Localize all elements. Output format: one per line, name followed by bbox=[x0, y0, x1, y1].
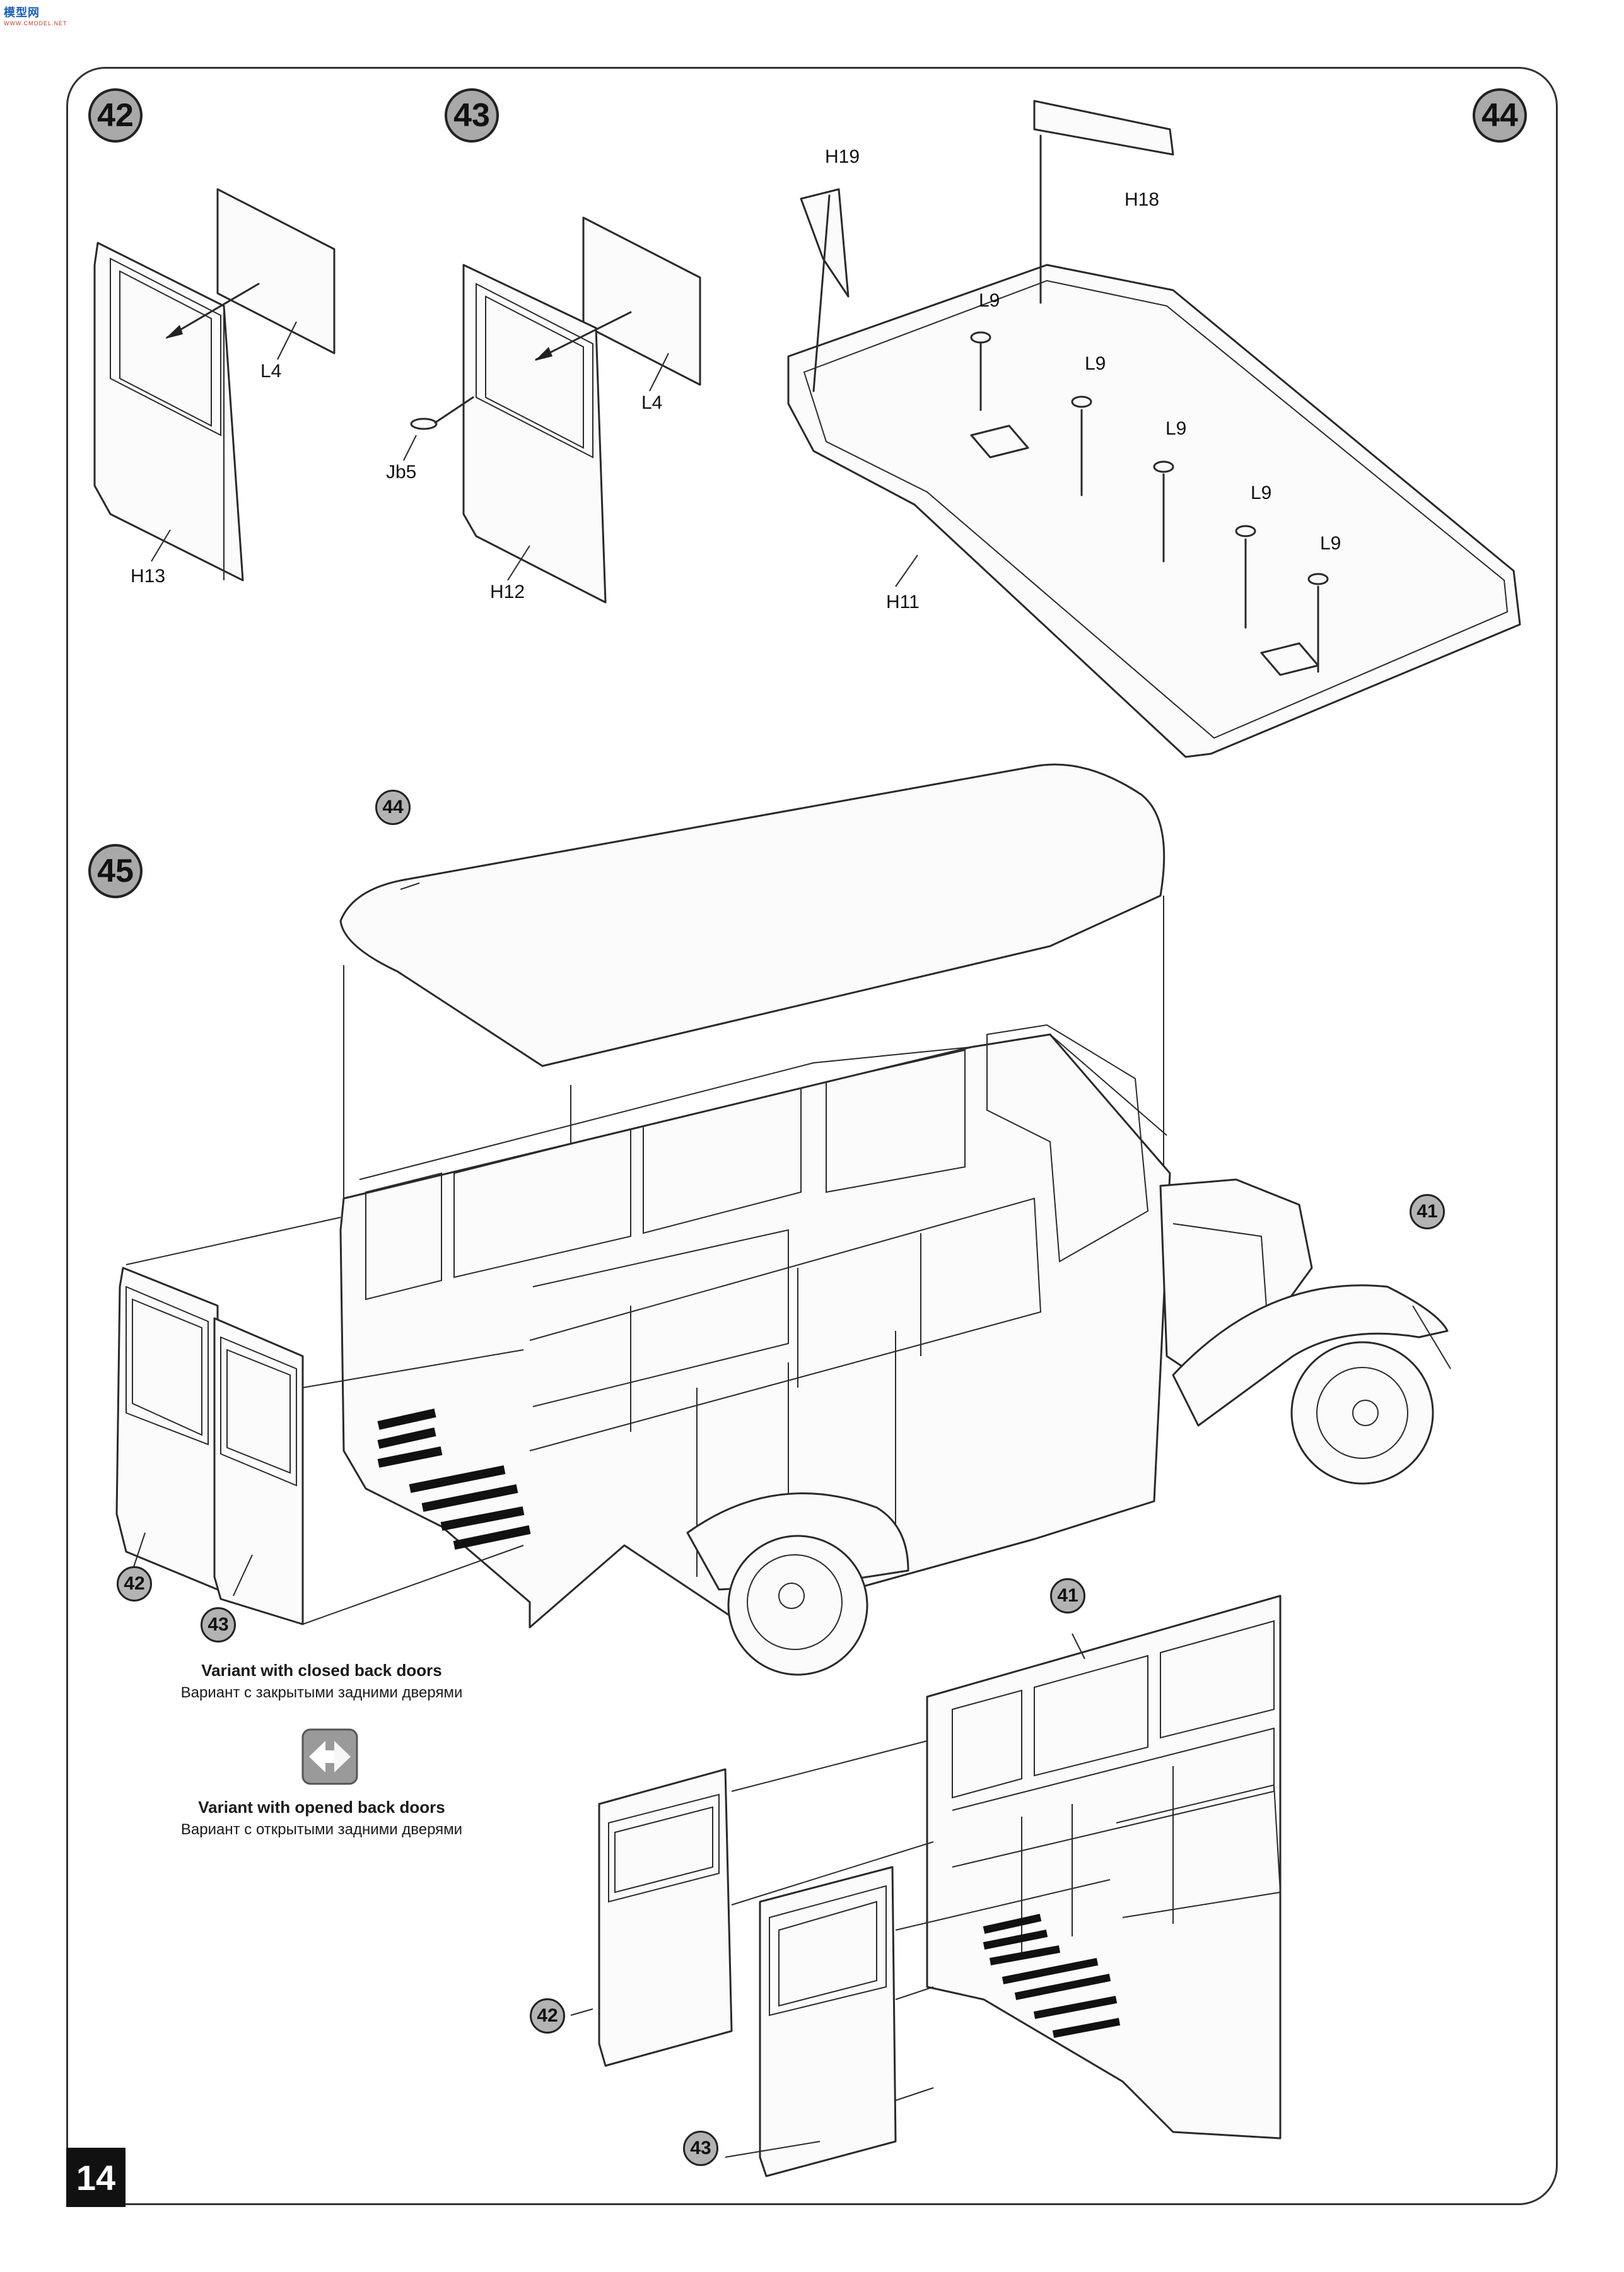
page-frame bbox=[66, 67, 1558, 2205]
part-label-L4-step42: L4 bbox=[260, 361, 282, 382]
variant-closed-ru: Вариант с закрытыми задними дверями bbox=[180, 1684, 463, 1701]
step43-drawing bbox=[403, 216, 701, 604]
ref-badge-detail-left: 42 bbox=[530, 1998, 565, 2034]
step-42-badge: 42 bbox=[88, 88, 143, 143]
variant-closed-caption: Variant with closed back doors Вариант с… bbox=[145, 1661, 498, 1702]
variant-opened-ru: Вариант с открытыми задними дверями bbox=[180, 1821, 463, 1838]
step45-drawing bbox=[115, 763, 1451, 1676]
step42-drawing bbox=[93, 188, 336, 582]
part-label-H13: H13 bbox=[131, 566, 166, 587]
ref-badge-detail-bottom: 43 bbox=[683, 2131, 718, 2166]
part-label-L9-4: L9 bbox=[1251, 483, 1272, 503]
site-logo: 模型网 WWW.CMODEL.NET bbox=[4, 4, 67, 26]
site-logo-text: 模型网 bbox=[4, 6, 40, 19]
part-label-H19: H19 bbox=[825, 146, 860, 167]
part-label-L4-step43: L4 bbox=[641, 392, 663, 413]
variant-opened-en: Variant with opened back doors bbox=[198, 1798, 445, 1817]
step-43-badge: 43 bbox=[445, 88, 499, 143]
step-44-badge: 44 bbox=[1473, 88, 1527, 143]
part-label-Jb5: Jb5 bbox=[386, 462, 417, 483]
part-label-L9-1: L9 bbox=[979, 290, 1000, 311]
variant-opened-caption: Variant with opened back doors Вариант с… bbox=[145, 1798, 498, 1839]
swap-arrows-icon bbox=[301, 1728, 358, 1785]
site-logo-sub: WWW.CMODEL.NET bbox=[4, 20, 67, 26]
part-label-L9-2: L9 bbox=[1085, 353, 1106, 374]
part-label-L9-3: L9 bbox=[1165, 418, 1187, 439]
ref-badge-roof: 44 bbox=[375, 790, 411, 825]
page-number: 14 bbox=[66, 2148, 126, 2207]
part-label-H11: H11 bbox=[886, 592, 920, 612]
ref-badge-front: 41 bbox=[1410, 1194, 1445, 1229]
opened-variant-drawing bbox=[570, 1595, 1282, 2177]
step-45-badge: 45 bbox=[88, 844, 143, 898]
part-label-H18: H18 bbox=[1125, 189, 1160, 210]
part-label-L9-5: L9 bbox=[1320, 533, 1341, 554]
part-label-H12: H12 bbox=[490, 582, 525, 602]
ref-badge-door-left: 42 bbox=[117, 1566, 152, 1602]
step44-drawing bbox=[787, 100, 1521, 758]
ref-badge-detail-top: 41 bbox=[1050, 1578, 1085, 1613]
variant-closed-en: Variant with closed back doors bbox=[201, 1661, 442, 1680]
ref-badge-door-right: 43 bbox=[201, 1607, 236, 1643]
